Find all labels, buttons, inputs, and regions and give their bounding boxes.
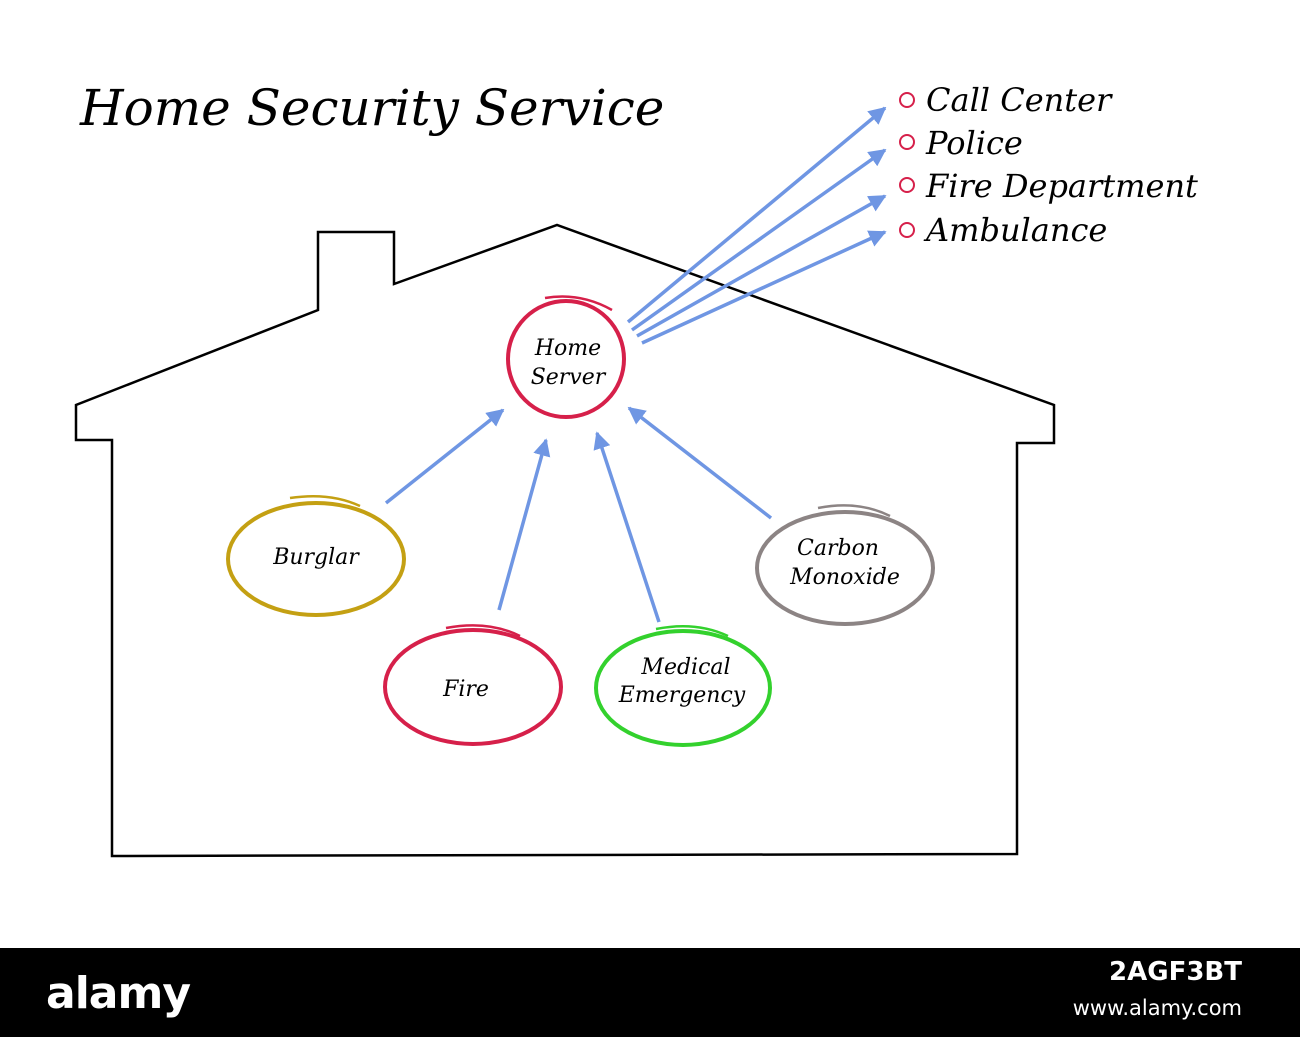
arrow-to-fire-department [636, 194, 887, 338]
burglar-label: Burglar [272, 545, 360, 570]
service-label: Call Center [926, 81, 1113, 119]
medical-emergency-stroke-tail [655, 624, 729, 638]
carbon-monoxide-stroke-tail [817, 504, 891, 518]
service-item-police: Police [899, 124, 1023, 162]
carbon-monoxide-label-line1: Carbon [797, 536, 879, 561]
arrow-to-ambulance [641, 230, 887, 345]
service-item-ambulance: Ambulance [899, 211, 1107, 249]
medical-emergency-label-line2: Emergency [618, 683, 746, 708]
service-arrows [626, 106, 887, 345]
home-server-label-line1: Home [534, 336, 601, 361]
home-server-label-line2: Server [531, 365, 607, 390]
image-id-text: 2AGF3BT [1109, 957, 1242, 987]
service-label: Ambulance [923, 211, 1107, 249]
fire-ellipse [383, 628, 563, 746]
medical-emergency-node: Medical Emergency [594, 624, 772, 747]
service-item-fire-department: Fire Department [899, 167, 1198, 205]
fire-stroke-tail [445, 624, 521, 638]
arrow-medical-to-server [593, 431, 661, 623]
medical-emergency-label-line1: Medical [640, 655, 730, 680]
sensor-arrows [384, 406, 773, 623]
service-item-call-center: Call Center [899, 81, 1113, 119]
footer-bar [0, 948, 1300, 1037]
services-list: Call Center Police Fire Department Ambul… [899, 81, 1198, 249]
arrow-to-call-center [626, 106, 887, 324]
home-server-node: Home Server [506, 295, 626, 419]
burglar-ellipse [226, 501, 406, 617]
arrow-fire-to-server [497, 438, 551, 611]
arrow-to-police [630, 148, 887, 332]
home-server-circle [506, 299, 626, 419]
bullet-icon [899, 222, 915, 238]
arrow-carbon-to-server [627, 406, 773, 520]
service-label: Police [925, 124, 1023, 162]
burglar-node: Burglar [226, 494, 406, 617]
diagram-title: Home Security Service [79, 79, 664, 137]
carbon-monoxide-ellipse [755, 510, 935, 626]
home-server-stroke-tail [544, 295, 613, 312]
brand-logo: alamy [46, 968, 191, 1019]
carbon-monoxide-node: Carbon Monoxide [755, 504, 935, 626]
arrow-burglar-to-server [384, 408, 505, 505]
bullet-icon [899, 134, 915, 150]
house-outline [74, 223, 1056, 858]
fire-label: Fire [442, 677, 489, 702]
carbon-monoxide-label-line2: Monoxide [789, 565, 900, 590]
fire-node: Fire [383, 624, 563, 746]
service-label: Fire Department [925, 167, 1198, 205]
site-url-text: www.alamy.com [1072, 996, 1242, 1020]
house-body [74, 223, 1056, 858]
burglar-stroke-tail [289, 494, 361, 508]
bullet-icon [899, 177, 915, 193]
medical-emergency-ellipse [594, 629, 772, 747]
bullet-icon [899, 92, 915, 108]
